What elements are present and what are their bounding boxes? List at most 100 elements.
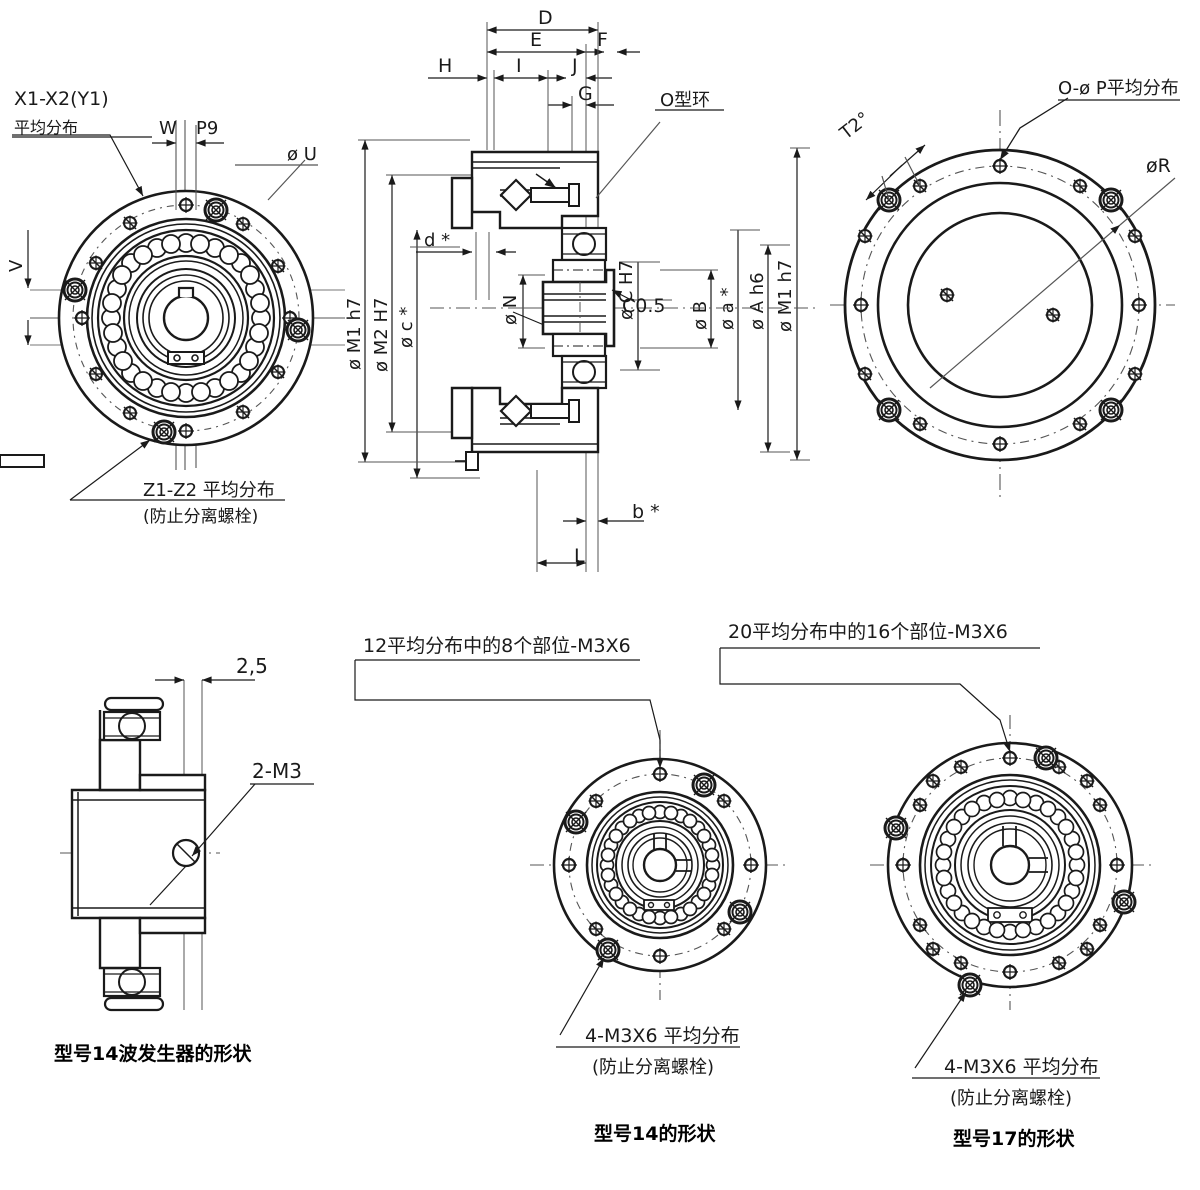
label-dim-h: I xyxy=(516,55,522,77)
label-m17-bottom-note: 4-M3X6 平均分布 xyxy=(944,1056,1099,1078)
bearing-inner-2 xyxy=(128,260,244,376)
label-holes-right: O-ø P平均分布 xyxy=(1058,78,1179,99)
dim-dia-b xyxy=(640,269,718,349)
label-m14-bottom-note-2: (防止分离螺栓) xyxy=(592,1057,714,1078)
label-chamfer: C0.5 xyxy=(622,295,665,317)
m17-bore xyxy=(989,844,1031,886)
label-o-ring: O型环 xyxy=(660,90,710,111)
m14-ring-7 xyxy=(632,837,688,893)
m17-notch xyxy=(987,907,1033,923)
m14-ring-1 xyxy=(585,790,735,940)
label-anti-separation: Z1-Z2 平均分布 xyxy=(143,480,275,501)
hub-upper xyxy=(551,258,607,284)
label-dia-u: ø U xyxy=(287,144,317,165)
label-dim-i: J xyxy=(571,55,578,77)
label-dia-m1-h7-right: ø M1 h7 xyxy=(775,260,796,332)
caption-model-17: 型号17的形状 xyxy=(953,1127,1075,1150)
m14-leader-bottom xyxy=(559,957,605,1036)
label-bolt-circle-note: 平均分布 xyxy=(14,118,78,137)
m17-ring-7 xyxy=(973,828,1047,902)
label-dia-b: ø B xyxy=(690,301,711,330)
inner-circle-right-1 xyxy=(876,181,1124,429)
m17-ring-1 xyxy=(918,773,1102,957)
label-m14-top-note: 12平均分布中的8个部位-M3X6 xyxy=(363,635,631,657)
dim-chain-left xyxy=(358,139,480,479)
view-front-right: øR T2° O-ø P平均分布 xyxy=(830,78,1180,500)
m14-leader-top xyxy=(354,660,664,768)
caption-model-14: 型号14的形状 xyxy=(594,1122,716,1145)
label-dim-w: W xyxy=(159,118,177,139)
dim-dia-a-h6 xyxy=(760,244,790,453)
label-dim-f: F xyxy=(597,29,608,51)
label-dim-p9: P9 xyxy=(196,118,218,139)
wg-leader-down xyxy=(149,865,187,906)
view-model-14: 12平均分布中的8个部位-M3X6 4-M3X6 平均分布 (防止分离螺栓) 型… xyxy=(354,635,790,1145)
m14-bore xyxy=(642,847,678,883)
view-cross-section: D E F H I J G ø M1 h7 ø M2 H7 ø c * xyxy=(0,7,820,572)
label-dim-b-star: b * xyxy=(632,501,660,523)
label-dia-a-star: ø a * xyxy=(717,288,738,331)
label-m14-bottom-note: 4-M3X6 平均分布 xyxy=(585,1025,740,1047)
m17-leader-top xyxy=(719,648,1011,753)
label-dim-v: V xyxy=(6,259,27,272)
m17-leader-bottom xyxy=(914,991,967,1069)
label-dim-e: E xyxy=(530,29,542,51)
bearing-inner xyxy=(122,254,250,382)
leader-2m3 xyxy=(191,783,256,857)
leader-lines xyxy=(12,134,306,501)
wg-bearing-top xyxy=(102,696,165,742)
label-dia-m1-h7-left: ø M1 h7 xyxy=(344,298,365,370)
dim-dia-a-star xyxy=(730,229,760,410)
caption-wave-generator: 型号14波发生器的形状 xyxy=(54,1042,252,1065)
hub-ring-1 xyxy=(136,268,236,368)
dim-angle-t2 xyxy=(865,144,926,201)
m14-ring-3 xyxy=(596,801,724,929)
label-dim-d-star: d * xyxy=(424,230,450,251)
label-dia-m2-h7: ø M2 H7 xyxy=(371,298,392,372)
dim-w-p9 xyxy=(152,128,224,210)
bearing-outer xyxy=(96,228,276,408)
dim-d-star xyxy=(416,232,516,300)
wg-inner-lines xyxy=(72,792,205,916)
label-dia-c-h7: ø C H7 xyxy=(616,260,637,320)
bore-circle xyxy=(162,294,210,342)
section-geometry: C0.5 xyxy=(0,150,820,471)
view-wave-generator: 2,5 2-M3 型号14波发生器的形状 xyxy=(54,654,314,1065)
m14-ball-cage xyxy=(599,804,721,926)
label-dim-j: G xyxy=(578,83,593,105)
m14-ring-6 xyxy=(627,832,693,898)
label-dim-2-5: 2,5 xyxy=(236,654,268,678)
leader-holes-right xyxy=(999,97,1069,161)
ball-cage xyxy=(101,233,271,403)
label-thread-2m3: 2-M3 xyxy=(252,759,302,783)
inner-ring-2 xyxy=(91,223,281,413)
lower-stud xyxy=(0,451,479,471)
label-anti-separation-note: (防止分离螺栓) xyxy=(143,507,258,527)
m14-key-detail xyxy=(653,833,692,872)
label-dim-g: H xyxy=(438,55,452,77)
leader-dia-r xyxy=(1119,177,1176,226)
top-screw xyxy=(530,183,580,207)
view-front-left: X1-X2(Y1) 平均分布 W P9 V ø U Z1-Z2 平均分布 (防止… xyxy=(6,88,345,527)
view-model-17: 20平均分布中的16个部位-M3X6 4-M3X6 平均分布 (防止分离螺栓) … xyxy=(719,621,1155,1150)
label-dim-l: L xyxy=(574,545,585,567)
dim-dia-r-line xyxy=(929,224,1121,389)
label-dia-n: ø N xyxy=(500,295,521,325)
label-dia-c-star: ø c * xyxy=(396,307,417,348)
hub-lower xyxy=(551,332,607,358)
hub-notch-detail xyxy=(167,351,205,365)
dim-dia-m1-h7-right xyxy=(790,147,810,461)
m17-ball-cage xyxy=(934,789,1086,941)
m17-ring-3 xyxy=(930,785,1090,945)
o-ring-seal-lower xyxy=(499,394,533,428)
lower-screw xyxy=(530,399,580,423)
bearing-lower xyxy=(560,354,608,390)
dim-bottom xyxy=(536,470,644,572)
bearing-upper xyxy=(560,226,608,262)
wg-bearing-bottom xyxy=(102,966,165,1012)
dim-dia-c xyxy=(620,261,660,371)
m14-notch xyxy=(643,899,675,911)
label-dim-d: D xyxy=(538,7,553,29)
